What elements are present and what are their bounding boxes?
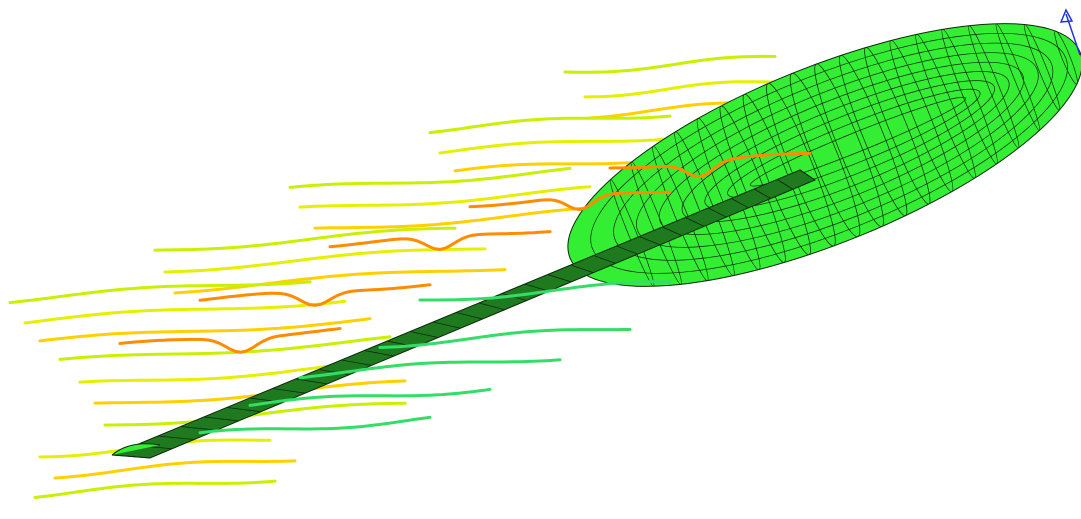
streamline [468, 190, 672, 212]
streamline [23, 299, 347, 325]
mesh-line [674, 131, 735, 276]
mesh-line [941, 28, 998, 165]
mesh-line [915, 34, 976, 179]
streamline [173, 268, 507, 295]
mesh-line [995, 23, 1041, 131]
mesh-line [639, 236, 660, 246]
streamline [33, 479, 277, 499]
streamline [298, 358, 562, 380]
mesh-line [658, 61, 1025, 235]
mesh-line [111, 454, 151, 459]
mesh-line [157, 435, 195, 440]
streamline [583, 80, 787, 99]
mesh-line [410, 331, 439, 338]
mesh-line [1023, 24, 1061, 111]
mesh-line [864, 47, 931, 205]
axis-triad-icon[interactable] [1059, 8, 1081, 56]
mesh-line [652, 145, 709, 282]
mesh-line [593, 255, 616, 264]
streamline [8, 280, 312, 305]
mesh-line [776, 179, 794, 190]
mesh-line [968, 25, 1020, 149]
mesh-line [766, 83, 836, 247]
streamline [58, 335, 392, 361]
mesh-line [789, 72, 861, 238]
streamline [103, 401, 407, 427]
mesh-line [295, 378, 328, 385]
streamline [153, 226, 457, 252]
mesh-line [630, 161, 682, 285]
mesh-line [742, 93, 811, 256]
streamline [198, 283, 432, 307]
mesh-line [753, 188, 771, 199]
mesh-line [203, 416, 239, 422]
mesh-line [478, 302, 505, 311]
mesh-line [719, 105, 786, 263]
mesh-line [814, 63, 884, 227]
mesh-line [662, 226, 683, 236]
streamline [93, 379, 407, 405]
streamline [563, 54, 777, 74]
mesh-line [524, 283, 550, 292]
streamline [608, 151, 812, 179]
mesh-line [570, 264, 594, 274]
mesh-line [681, 71, 1010, 223]
mesh-line [341, 359, 372, 366]
wing-tip [111, 443, 161, 456]
streamline [53, 459, 297, 480]
streamline [313, 205, 617, 230]
mesh-line [226, 407, 261, 413]
mesh-line [704, 80, 995, 210]
mesh-line [364, 350, 394, 357]
mesh-line [180, 426, 217, 431]
streamline [378, 328, 632, 349]
mesh-line [889, 40, 954, 192]
mesh-line [685, 217, 705, 227]
streamline [198, 415, 432, 435]
streamlines-back [8, 54, 802, 499]
streamline [163, 247, 487, 274]
streamlines-front [118, 151, 812, 435]
mesh-line [547, 274, 572, 283]
streamline [438, 134, 702, 155]
streamline [118, 327, 342, 354]
streamline [248, 387, 492, 407]
streamline [328, 230, 552, 251]
streamline [428, 114, 672, 135]
streamline [288, 166, 572, 189]
mesh-line [749, 96, 967, 187]
axis-arrowhead [1059, 8, 1074, 23]
mesh-line [839, 54, 908, 217]
streamline [418, 280, 672, 302]
mesh-line [1054, 30, 1078, 85]
mesh-line [616, 245, 638, 255]
mesh-line [432, 321, 461, 329]
mesh-line [799, 169, 816, 181]
mesh-line [455, 312, 483, 320]
streamline [298, 185, 592, 209]
streamline [38, 317, 372, 343]
mesh-line [272, 388, 306, 394]
mesh-line [696, 118, 761, 270]
mesh-line [636, 52, 1039, 248]
mesh-line [708, 207, 727, 218]
mesh-line [590, 33, 1068, 274]
mesh-line [727, 88, 981, 198]
mesh-line [731, 198, 749, 209]
mesh-line [609, 179, 655, 287]
mesh-line [613, 42, 1054, 261]
wing [111, 169, 817, 459]
